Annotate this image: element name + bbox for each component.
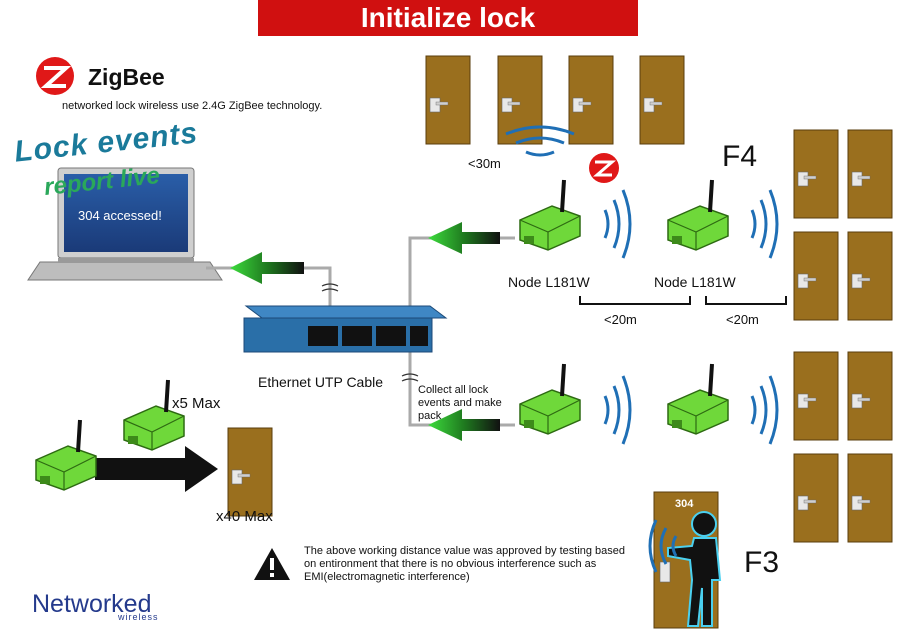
node-left-label: Node L181W xyxy=(508,274,590,290)
zigbee-description: networked lock wireless use 2.4G ZigBee … xyxy=(62,100,323,112)
title-banner: Initialize lock xyxy=(258,0,638,36)
laptop-screen-message: 304 accessed! xyxy=(78,208,162,223)
range-30-label: <30m xyxy=(468,156,501,171)
range-20-right-label: <20m xyxy=(726,312,759,327)
black-arrow xyxy=(95,446,218,492)
warning-icon xyxy=(254,548,290,580)
range-20-left-label: <20m xyxy=(604,312,637,327)
room-number-label: 304 xyxy=(675,498,694,510)
distance-bracket xyxy=(579,296,787,305)
floor-4-label: F4 xyxy=(722,140,758,173)
node-right-label: Node L181W xyxy=(654,274,736,290)
ethernet-cable-label: Ethernet UTP Cable xyxy=(258,374,384,390)
brand-name: Networked xyxy=(32,590,152,618)
node-icon xyxy=(518,178,582,252)
collect-events-label: Collect all lock events and make pack xyxy=(418,384,502,422)
arrow-icon xyxy=(230,222,500,441)
zigbee-logo-text: ZigBee xyxy=(88,64,165,90)
page-title: Initialize lock xyxy=(360,2,536,33)
zigbee-small-icon xyxy=(589,153,619,183)
wave-icon xyxy=(505,125,779,573)
switch-icon xyxy=(243,305,448,353)
person-icon xyxy=(667,511,722,627)
warning-text: The above working distance value was app… xyxy=(304,545,626,583)
brand-subtitle: wireless xyxy=(118,612,159,622)
laptop-icon xyxy=(27,167,223,281)
x40-max-label: x40 Max xyxy=(216,508,273,525)
floor-3-label: F3 xyxy=(744,546,780,579)
x5-max-label: x5 Max xyxy=(172,395,221,412)
zigbee-logo-icon xyxy=(36,57,74,95)
